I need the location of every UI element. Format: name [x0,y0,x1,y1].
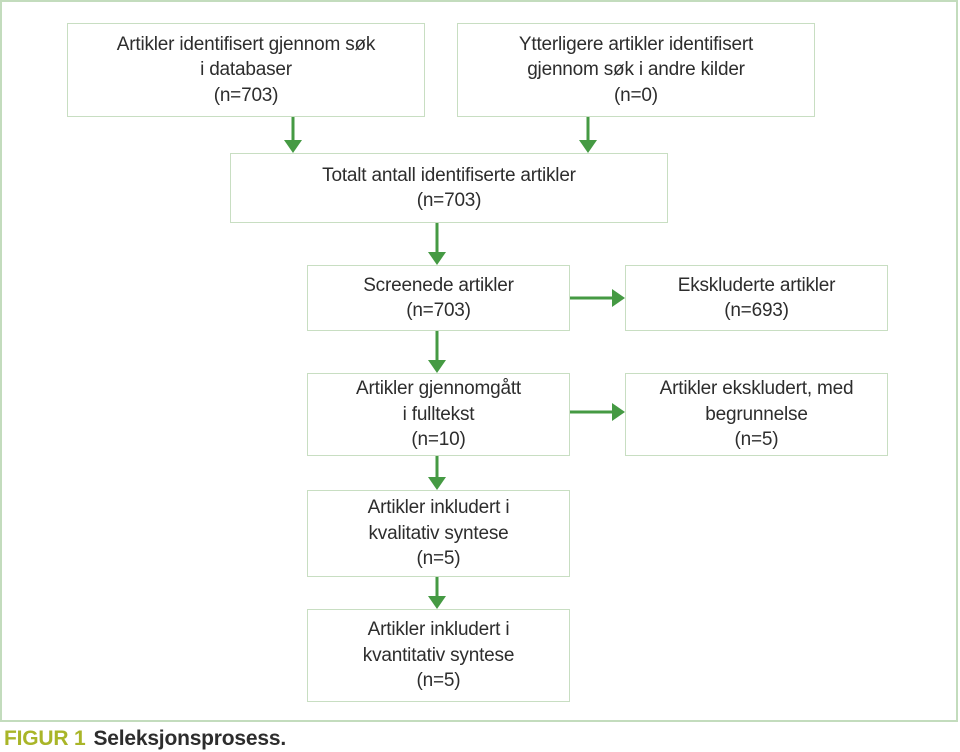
arrow-shaft [586,117,590,142]
flow-box-line: (n=703) [416,190,482,211]
arrow-head [579,140,597,153]
arrow-head [428,477,446,490]
arrow-shaft [570,296,614,300]
arrow-head [428,360,446,373]
flow-box-line: Artikler gjennomgått [356,378,521,400]
arrow-down-icon [579,117,597,153]
arrow-down-icon [428,456,446,490]
arrow-shaft [570,410,614,414]
arrow-shaft [435,577,439,598]
flow-box-identified-other-sources: Ytterligere artikler identifisert gjenno… [457,23,815,117]
arrow-right-icon [570,403,625,421]
flow-box-line: (n=703) [406,300,471,321]
flow-box-line: kvalitativ syntese [368,522,509,544]
arrow-head [612,403,625,421]
flow-box-line: Artikler inkludert i [367,497,510,519]
flow-box-line: (n=10) [411,429,466,451]
flow-box-line: i databaser [200,59,292,81]
flow-box-line: Screenede artikler [363,274,514,296]
flow-box-line: (n=5) [416,670,461,692]
arrow-head [284,140,302,153]
flow-box-line: gjennom søk i andre kilder [527,59,745,81]
arrow-right-icon [570,289,625,307]
arrow-head [428,596,446,609]
arrow-shaft [435,223,439,254]
flow-box-excluded-with-reasons: Artikler ekskludert, med begrunnelse (n=… [625,373,888,456]
arrow-head [428,252,446,265]
arrow-shaft [435,331,439,362]
flow-box-line: (n=693) [724,300,789,321]
flow-box-line: Ekskluderte artikler [677,274,836,296]
arrow-down-icon [428,223,446,265]
arrow-down-icon [284,117,302,153]
flow-box-line: kvantitativ syntese [362,644,515,666]
flow-box-qualitative-synthesis: Artikler inkludert i kvalitativ syntese … [307,490,570,577]
flow-box-line: Artikler inkludert i [367,619,510,641]
arrow-shaft [291,117,295,142]
flow-box-line: Artikler ekskludert, med [659,378,854,400]
flow-box-line: (n=5) [416,548,461,570]
flow-box-screened: Screenede artikler (n=703) [307,265,570,331]
figure-caption-label: FIGUR 1 [4,727,86,750]
flow-box-line: Artikler identifisert gjennom søk [116,33,376,55]
flow-box-line: Ytterligere artikler identifisert [518,33,754,55]
flow-box-excluded: Ekskluderte artikler (n=693) [625,265,888,331]
arrow-head [612,289,625,307]
diagram-frame [0,0,958,722]
arrow-shaft [435,456,439,479]
flow-box-line: i fulltekst [402,403,475,425]
figure-caption: FIGUR 1 Seleksjonsprosess. [4,727,286,751]
flow-box-fulltext-assessed: Artikler gjennomgått i fulltekst (n=10) [307,373,570,456]
flow-box-total-identified: Totalt antall identifiserte artikler (n=… [230,153,668,223]
arrow-down-icon [428,577,446,609]
flow-box-line: (n=703) [213,84,279,106]
flow-box-identified-databases: Artikler identifisert gjennom søk i data… [67,23,425,117]
flow-box-line: (n=5) [734,429,779,451]
flow-box-line: Totalt antall identifiserte artikler [322,164,576,186]
figure-caption-text: Seleksjonsprosess. [93,727,286,750]
arrow-down-icon [428,331,446,373]
flow-box-line: (n=0) [614,84,658,106]
flow-box-quantitative-synthesis: Artikler inkludert i kvantitativ syntese… [307,609,570,702]
flow-box-line: begrunnelse [705,403,808,425]
